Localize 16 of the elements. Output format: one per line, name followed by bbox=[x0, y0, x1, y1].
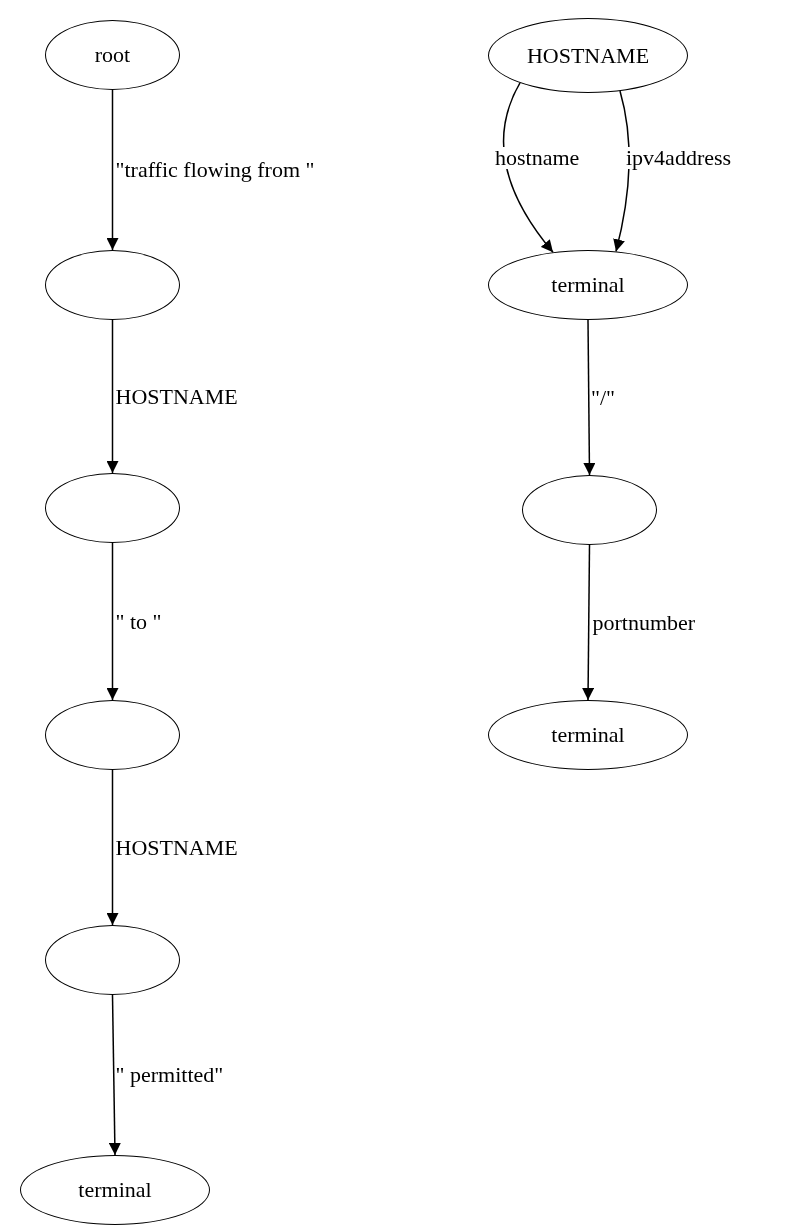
edge-label: hostname bbox=[495, 147, 580, 169]
arrow bbox=[106, 89, 119, 251]
edge-label: "traffic flowing from " bbox=[115, 159, 315, 181]
arrow bbox=[583, 319, 596, 476]
arrow bbox=[106, 542, 119, 701]
edge-label: ipv4address bbox=[626, 147, 732, 169]
arrow bbox=[502, 82, 554, 253]
arrow bbox=[108, 994, 121, 1156]
arrow bbox=[582, 544, 595, 701]
node-label: terminal bbox=[78, 1176, 152, 1204]
node-label: terminal bbox=[551, 721, 625, 749]
node-label: HOSTNAME bbox=[526, 41, 650, 70]
node-label: terminal bbox=[551, 271, 625, 299]
arrow bbox=[106, 769, 119, 926]
node-label: root bbox=[94, 41, 131, 69]
arrow bbox=[106, 319, 119, 474]
